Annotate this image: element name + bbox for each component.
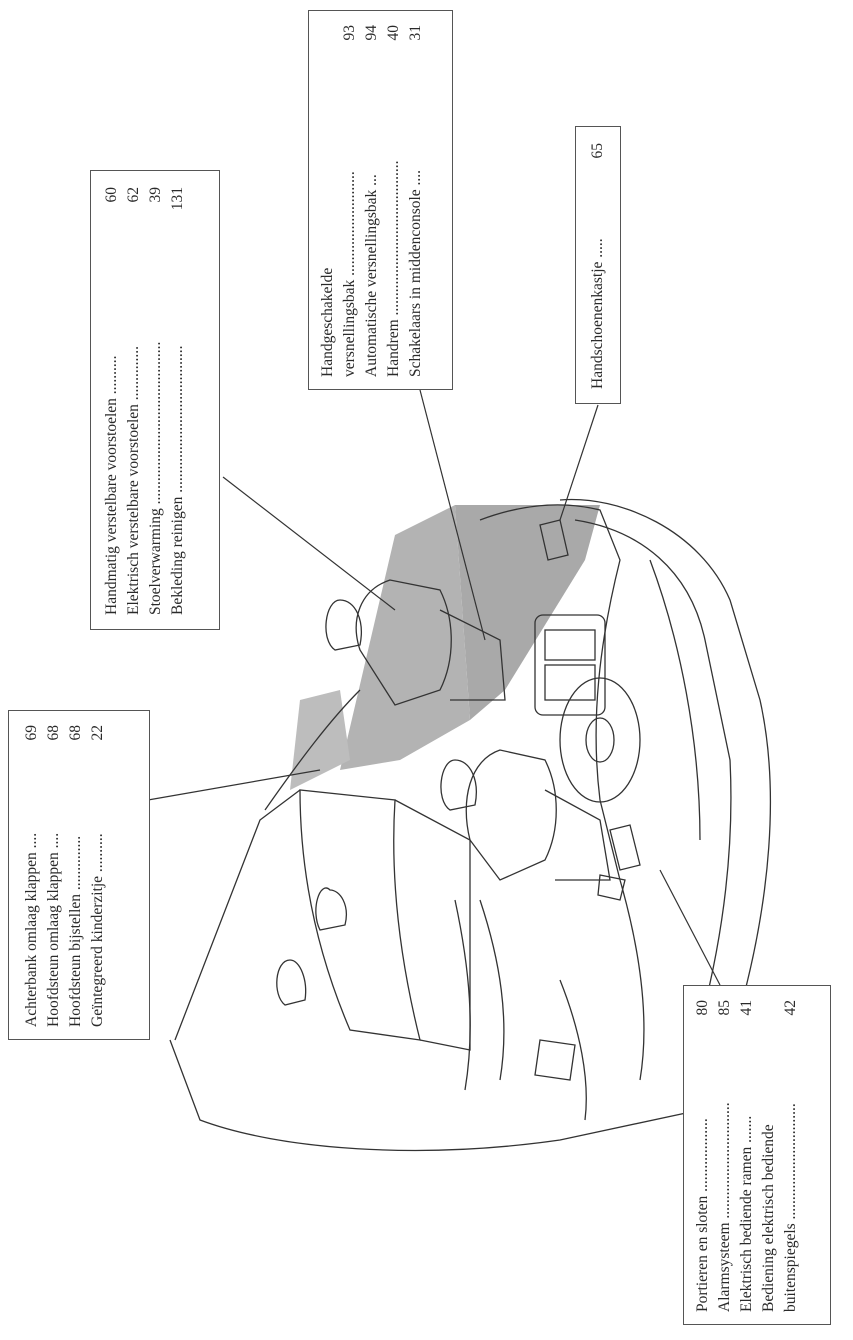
door-handle [597, 874, 626, 901]
leader-doors [659, 869, 721, 986]
list-item: Stoelverwarming ........................… [147, 187, 164, 615]
callout-seats: Handmatig verstelbare voorstoelen ......… [90, 170, 220, 630]
leader-rear [147, 769, 321, 801]
list-item: Elektrisch bediende ramen .......41 [738, 1000, 755, 1312]
rear-headrest [276, 959, 307, 1006]
floor-line-1 [479, 899, 505, 1081]
vent-right [609, 824, 641, 871]
shade-floor [290, 690, 350, 790]
list-item: Automatische versnellingsbak ...94 [363, 25, 380, 377]
list-item: Schakelaars in middenconsole ....31 [407, 25, 424, 377]
trim-line [649, 559, 701, 841]
list-item: Elektrisch verstelbare voorstoelen .....… [125, 187, 142, 615]
door-front-panel [619, 879, 645, 1081]
vent-left [539, 519, 569, 561]
list-item: versnellingsbak ........................… [341, 25, 358, 377]
list-item: Geïntegreerd kinderzitje ..........22 [89, 725, 106, 1027]
steering-hub [585, 717, 615, 763]
rear-panel [174, 789, 301, 1041]
list-item: Hoofdsteun omlaag klappen ....68 [45, 725, 62, 1027]
list-item: Portieren en sloten ...................8… [694, 1000, 711, 1312]
radio-panel [544, 629, 596, 661]
rear-deck [264, 689, 361, 811]
child-seat [315, 887, 347, 931]
door-pocket [534, 1039, 576, 1081]
shade-panel-left [455, 505, 600, 720]
body-outline-bottom [169, 1039, 701, 1152]
passenger-seat-back [355, 579, 452, 706]
list-item: Bekleding reinigen .....................… [169, 187, 186, 615]
body-outline-top [559, 498, 772, 1111]
list-item: Handmatig verstelbare voorstoelen ......… [103, 187, 120, 615]
rear-bench-cushion [394, 799, 471, 1051]
passenger-seat-cushion [439, 609, 506, 701]
callout-rear-text: Achterbank omlaag klappen ....69 Hoofdst… [9, 711, 151, 1041]
callout-doors-text: Portieren en sloten ...................8… [684, 986, 832, 1326]
driver-seat-back [465, 749, 557, 881]
callout-glovebox-text: Handschoenenkastje .....65 [576, 127, 622, 405]
list-item: Handrem ................................… [385, 25, 402, 377]
list-item: Bediening elektrisch bediende [760, 1124, 777, 1312]
floor-line-2 [454, 899, 471, 1091]
center-console-vents [534, 614, 606, 716]
climate-panel [544, 664, 596, 701]
list-item: Achterbank omlaag klappen ....69 [23, 725, 40, 1027]
door-rear-panel [559, 979, 587, 1121]
list-item: Handschoenenkastje .....65 [589, 143, 606, 389]
headrest-passenger [325, 599, 362, 651]
callout-transmission-text: Handgeschakelde versnellingsbak ........… [309, 11, 454, 391]
steering-wheel [559, 677, 641, 803]
list-item: buitenspiegels .........................… [782, 1000, 799, 1312]
headrest-driver [440, 759, 477, 811]
shade-panel-center [340, 505, 470, 770]
leader-seats [222, 476, 396, 611]
list-item: Handgeschakelde [319, 267, 336, 377]
leader-transmission [419, 389, 486, 641]
callout-rear: Achterbank omlaag klappen ....69 Hoofdst… [8, 710, 150, 1040]
driver-seat-cushion [544, 789, 611, 881]
list-item: Alarmsysteem ...........................… [716, 1000, 733, 1312]
callout-glovebox: Handschoenenkastje .....65 [575, 126, 621, 404]
dashboard [479, 504, 621, 881]
leader-glovebox [559, 404, 599, 521]
callout-seats-text: Handmatig verstelbare voorstoelen ......… [91, 171, 221, 631]
callout-transmission: Handgeschakelde versnellingsbak ........… [308, 10, 453, 390]
callout-doors: Portieren en sloten ...................8… [683, 985, 831, 1325]
list-item: Hoofdsteun bijstellen ..............68 [67, 725, 84, 1027]
rear-bench-back [299, 789, 421, 1041]
